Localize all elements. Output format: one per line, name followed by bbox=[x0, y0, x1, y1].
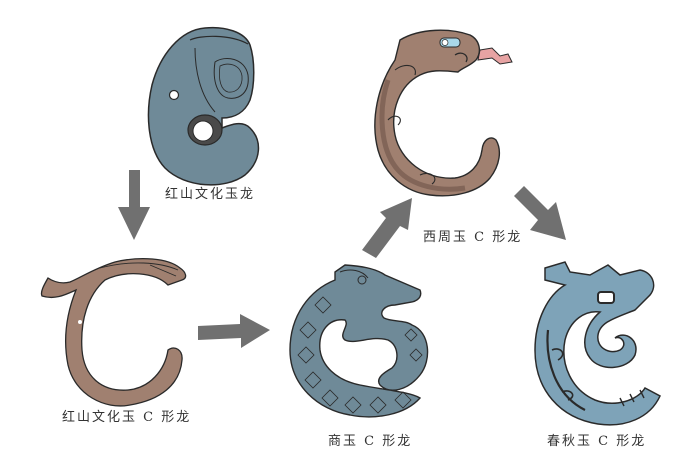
western-zhou-c-dragon-icon bbox=[374, 29, 513, 197]
label-hongshan-c-dragon: 红山文化玉 C 形龙 bbox=[62, 410, 192, 425]
hongshan-c-dragon-icon bbox=[40, 258, 187, 407]
arrow-down-right-icon bbox=[514, 186, 566, 240]
label-hongshan-jade-dragon: 红山文化玉龙 bbox=[165, 187, 256, 202]
arrow-right-icon bbox=[198, 314, 270, 348]
hongshan-jade-dragon-icon bbox=[147, 26, 260, 186]
label-spring-autumn-c-dragon: 春秋玉 C 形龙 bbox=[547, 434, 647, 449]
shang-c-dragon-icon bbox=[289, 264, 429, 418]
label-western-zhou-c-dragon: 西周玉 C 形龙 bbox=[423, 230, 523, 245]
label-shang-c-dragon: 商玉 C 形龙 bbox=[328, 434, 413, 449]
arrow-down-icon bbox=[118, 170, 150, 240]
arrow-up-right-icon bbox=[362, 198, 412, 258]
spring-autumn-c-dragon-icon bbox=[534, 261, 661, 426]
